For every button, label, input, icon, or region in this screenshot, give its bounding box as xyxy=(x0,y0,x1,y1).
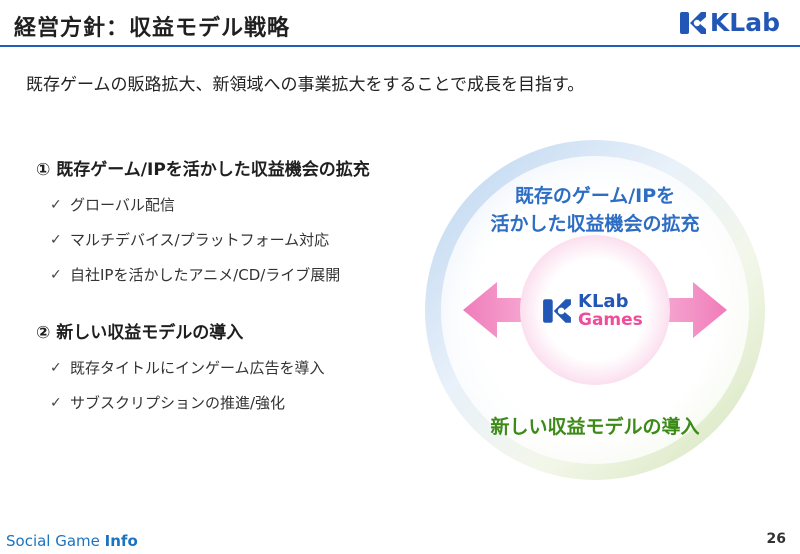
klab-mark-icon xyxy=(679,11,706,34)
list-item-label: 自社IPを活かしたアニメ/CD/ライブ展開 xyxy=(70,266,341,284)
core-logo-games: Games xyxy=(578,310,643,330)
footer-watermark: Social Game Info xyxy=(6,532,138,550)
list-item: ✓ サブスクリプションの推進/強化 xyxy=(36,392,325,413)
page-title: 経営方針：収益モデル戦略 xyxy=(14,16,291,41)
top-label-line2: 活かした収益機会の拡充 xyxy=(490,213,700,235)
logo-text: KLab xyxy=(709,8,780,37)
footer-brand-bold: Info xyxy=(104,532,138,550)
list-item: ✓ 既存タイトルにインゲーム広告を導入 xyxy=(36,357,325,378)
section-heading: ① 既存ゲーム/IPを活かした収益機会の拡充 xyxy=(36,160,370,180)
section-new-revenue: ② 新しい収益モデルの導入 ✓ 既存タイトルにインゲーム広告を導入 ✓ サブスク… xyxy=(36,318,325,427)
slide-header: 経営方針：収益モデル戦略 KLab xyxy=(0,0,800,48)
strategy-diagram: 既存のゲーム/IPを 活かした収益機会の拡充 KLab Games 新しい収益モ… xyxy=(425,140,765,480)
checkmark-icon: ✓ xyxy=(50,394,62,411)
checkmark-icon: ✓ xyxy=(50,231,62,248)
checkmark-icon: ✓ xyxy=(50,196,62,213)
header-divider xyxy=(0,45,800,47)
check-list: ✓ 既存タイトルにインゲーム広告を導入 ✓ サブスクリプションの推進/強化 xyxy=(36,357,325,413)
list-item-label: グローバル配信 xyxy=(70,196,175,214)
list-item-label: マルチデバイス/プラットフォーム対応 xyxy=(70,231,330,249)
klab-games-mark-icon xyxy=(543,299,571,323)
section-heading: ② 新しい収益モデルの導入 xyxy=(36,323,244,343)
list-item: ✓ 自社IPを活かしたアニメ/CD/ライブ展開 xyxy=(36,264,370,285)
section-existing-ip: ① 既存ゲーム/IPを活かした収益機会の拡充 ✓ グローバル配信 ✓ マルチデバ… xyxy=(36,155,370,299)
top-label-line1: 既存のゲーム/IPを xyxy=(514,185,676,207)
klab-logo: KLab xyxy=(679,8,780,37)
list-item-label: サブスクリプションの推進/強化 xyxy=(70,394,286,412)
diagram-top-label: 既存のゲーム/IPを 活かした収益機会の拡充 xyxy=(425,182,765,238)
slide-subtitle: 既存ゲームの販路拡大、新領域への事業拡大をすることで成長を目指す。 xyxy=(26,75,585,95)
list-item-label: 既存タイトルにインゲーム広告を導入 xyxy=(70,359,325,377)
checkmark-icon: ✓ xyxy=(50,266,62,283)
core-logo-klab: KLab xyxy=(578,291,629,312)
list-item: ✓ グローバル配信 xyxy=(36,194,370,215)
list-item: ✓ マルチデバイス/プラットフォーム対応 xyxy=(36,229,370,250)
klab-games-logo: KLab Games xyxy=(542,289,652,333)
page-number: 26 xyxy=(766,531,786,547)
check-list: ✓ グローバル配信 ✓ マルチデバイス/プラットフォーム対応 ✓ 自社IPを活か… xyxy=(36,194,370,285)
footer-brand-light: Social Game xyxy=(6,532,105,550)
diagram-bottom-label: 新しい収益モデルの導入 xyxy=(490,416,700,438)
checkmark-icon: ✓ xyxy=(50,359,62,376)
